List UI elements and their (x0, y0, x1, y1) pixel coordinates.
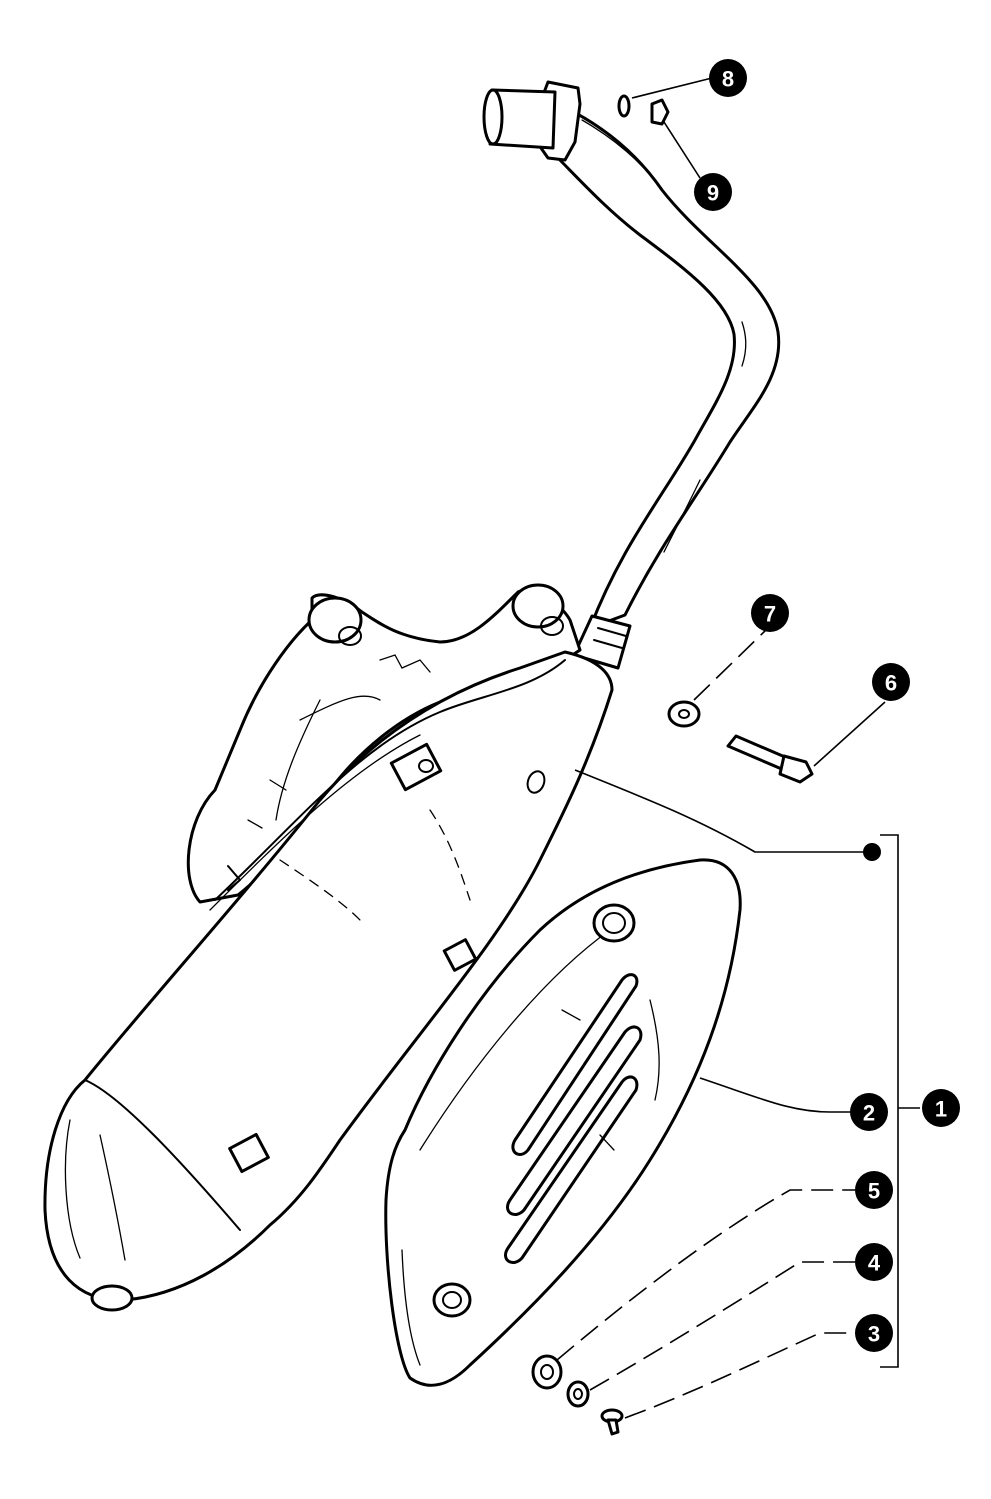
header-pipe (482, 80, 781, 670)
screw-part-3 (600, 1408, 624, 1436)
muffler-mounting-bracket (186, 583, 582, 904)
callout-8: 8 (709, 59, 747, 97)
seal-part-9 (650, 98, 670, 126)
callout-3-label: 3 (868, 1322, 880, 1347)
callout-6: 6 (872, 663, 910, 701)
callout-8-label: 8 (722, 67, 734, 92)
callout-7: 7 (751, 594, 789, 632)
callout-3: 3 (855, 1314, 893, 1352)
callout-4: 4 (855, 1243, 893, 1281)
callout-5-label: 5 (868, 1179, 880, 1204)
callout-4-label: 4 (868, 1251, 881, 1276)
small-parts (531, 94, 814, 1436)
washer-part-4 (566, 1380, 590, 1408)
washer-part-7 (667, 700, 701, 728)
heat-shield (384, 858, 742, 1387)
callout-5: 5 (855, 1171, 893, 1209)
callout-9: 9 (694, 173, 732, 211)
callout-2: 2 (850, 1093, 888, 1131)
callout-1: 1 (922, 1089, 960, 1127)
callout-7-label: 7 (764, 602, 776, 627)
callout-1-label: 1 (935, 1097, 947, 1122)
callout-9-label: 9 (707, 181, 719, 206)
grommet-part-5 (531, 1354, 563, 1390)
callout-2-label: 2 (863, 1101, 875, 1126)
muffler-body (43, 650, 614, 1312)
callout-6-label: 6 (885, 671, 897, 696)
leader-lines (556, 77, 920, 1419)
bolt-part-6 (726, 734, 814, 784)
gasket-part-8 (617, 94, 631, 118)
